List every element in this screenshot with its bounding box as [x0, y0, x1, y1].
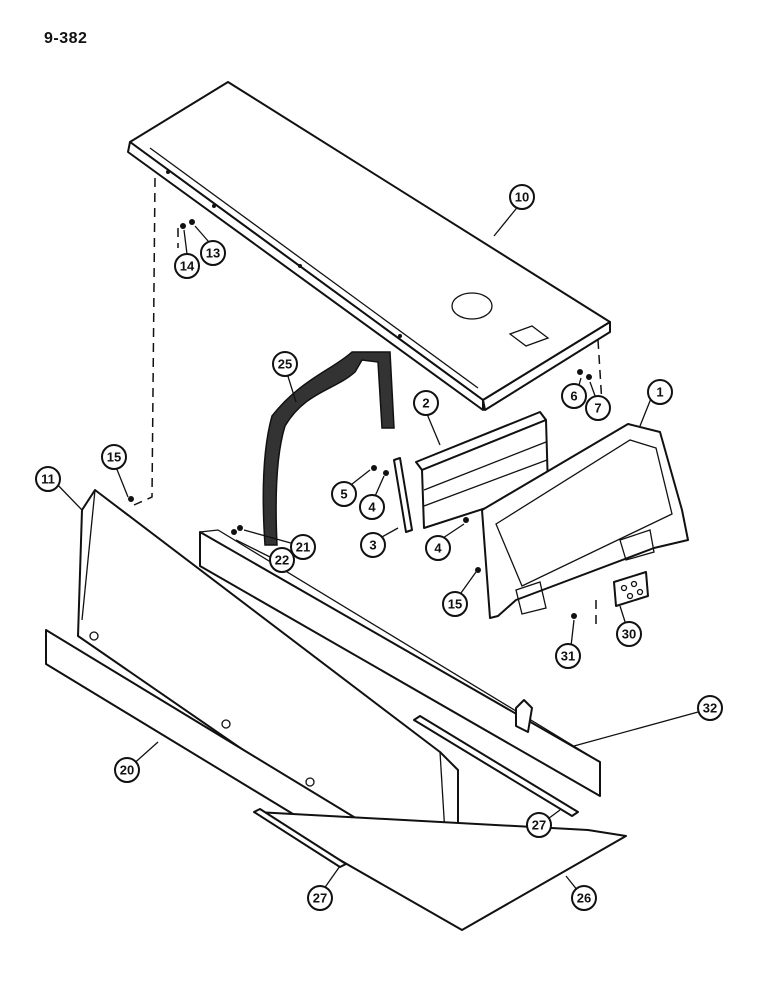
callout-4b: 4	[425, 535, 451, 561]
callout-11: 11	[35, 466, 61, 492]
seal-strip-upper	[413, 715, 579, 817]
callout-10: 10	[509, 184, 535, 210]
hood-opening	[451, 292, 493, 320]
callout-label: 1	[656, 385, 663, 400]
control-decal	[613, 571, 649, 607]
callout-31: 31	[555, 643, 581, 669]
callout-label: 32	[703, 701, 717, 716]
callout-label: 25	[278, 357, 292, 372]
callout-27a: 27	[526, 812, 552, 838]
callout-4a: 4	[359, 494, 385, 520]
seal-strip-lower	[253, 808, 347, 868]
callout-label: 4	[368, 500, 376, 515]
callout-label: 10	[515, 190, 529, 205]
floor-mat	[255, 811, 627, 931]
callout-label: 14	[180, 259, 195, 274]
rail-channel	[415, 411, 549, 529]
callout-27b: 27	[307, 885, 333, 911]
callout-26: 26	[571, 885, 597, 911]
callout-label: 5	[340, 487, 347, 502]
bracket-strip	[393, 457, 413, 533]
callout-5: 5	[331, 481, 357, 507]
callout-21: 21	[290, 534, 316, 560]
callout-14: 14	[174, 253, 200, 279]
support-bracket	[515, 699, 533, 733]
callout-label: 30	[622, 627, 636, 642]
callout-20: 20	[114, 757, 140, 783]
callout-label: 15	[107, 450, 121, 465]
callout-label: 2	[422, 396, 429, 411]
callout-label: 3	[369, 538, 376, 553]
callout-label: 21	[296, 540, 310, 555]
callout-label: 27	[313, 891, 327, 906]
callout-label: 13	[206, 246, 220, 261]
callout-label: 22	[275, 553, 289, 568]
callout-label: 11	[41, 472, 55, 487]
callout-7: 7	[585, 395, 611, 421]
callout-label: 26	[577, 891, 591, 906]
callout-15a: 15	[101, 444, 127, 470]
hardware-fasteners	[128, 219, 592, 619]
callout-15b: 15	[442, 591, 468, 617]
callout-32: 32	[697, 695, 723, 721]
callout-label: 27	[532, 818, 546, 833]
callout-25: 25	[272, 351, 298, 377]
side-rail	[199, 529, 601, 797]
callout-22: 22	[269, 547, 295, 573]
callout-label: 31	[561, 649, 575, 664]
front-grille-housing	[481, 423, 689, 619]
callout-3: 3	[360, 532, 386, 558]
callout-1: 1	[647, 379, 673, 405]
callout-label: 7	[594, 401, 601, 416]
callout-label: 4	[434, 541, 442, 556]
hood-top-panel	[127, 81, 611, 411]
callout-2: 2	[413, 390, 439, 416]
callout-label: 20	[120, 763, 134, 778]
callout-label: 15	[448, 597, 462, 612]
page-number: 9-382	[44, 30, 88, 47]
callout-13: 13	[200, 240, 226, 266]
callout-30: 30	[616, 621, 642, 647]
callout-6: 6	[561, 383, 587, 409]
callout-label: 6	[570, 389, 577, 404]
